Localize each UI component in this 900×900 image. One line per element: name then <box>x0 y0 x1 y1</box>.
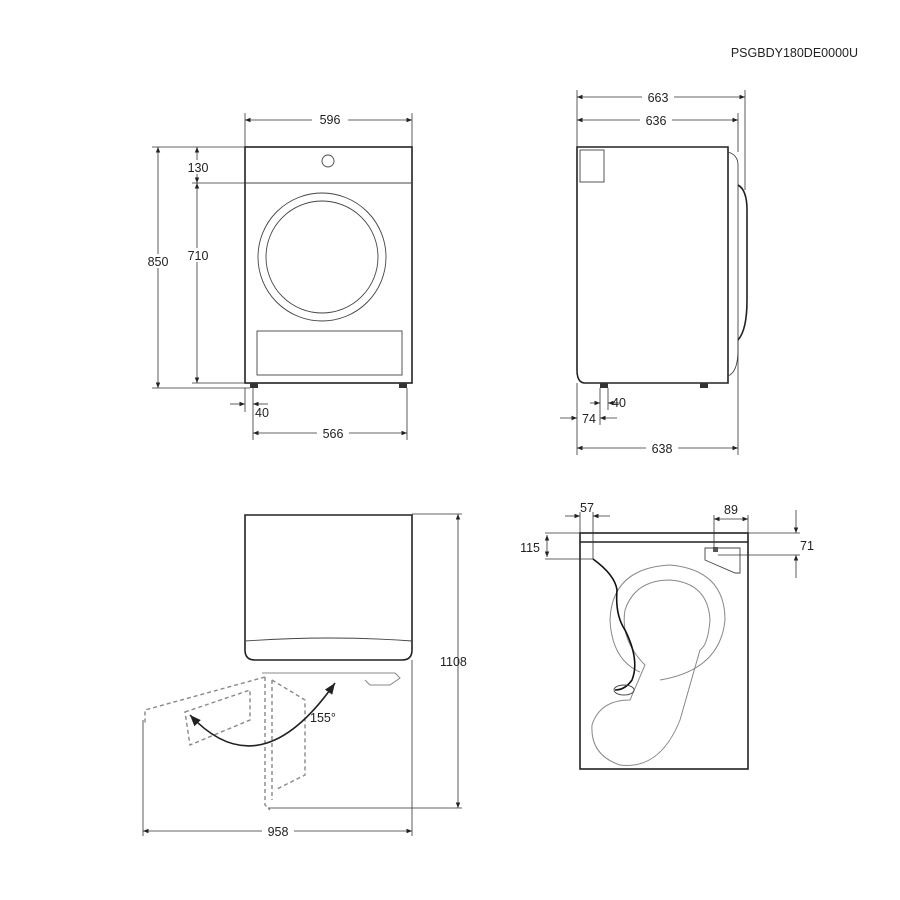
kickplate <box>256 330 403 376</box>
dim-hose-y: 115 <box>520 541 540 555</box>
dim-width-open: 958 <box>268 825 289 839</box>
dim-hose-x: 57 <box>580 501 594 515</box>
dim-depth-feet: 638 <box>652 442 673 456</box>
rear-body <box>579 532 749 770</box>
dim-door-height: 710 <box>188 249 209 263</box>
front-body <box>244 146 413 384</box>
dim-top-panel: 130 <box>188 161 209 175</box>
dim-foot-offset: 40 <box>255 406 269 420</box>
door-outer <box>257 192 387 322</box>
dim-width: 596 <box>320 113 341 127</box>
front-view: 596 850 130 710 40 566 <box>143 112 413 441</box>
dim-depth-door: 663 <box>648 91 669 105</box>
dim-outlet-y: 71 <box>800 539 814 553</box>
dim-foot-span: 566 <box>323 427 344 441</box>
dim-depth-body: 636 <box>646 114 667 128</box>
top-body <box>244 514 413 661</box>
model-code: PSGBDY180DE0000U <box>731 46 858 60</box>
dim-depth-open: 1108 <box>440 655 467 669</box>
door-angle: 155° <box>310 711 336 725</box>
side-view: 663 636 40 74 638 <box>560 90 748 456</box>
program-knob <box>321 154 335 168</box>
dim-height: 850 <box>148 255 169 269</box>
dim-front-offset: 74 <box>582 412 596 426</box>
dim-outlet-x: 89 <box>724 503 738 517</box>
top-view-door-open: 155° 1108 958 <box>142 513 467 839</box>
door-inner <box>265 200 379 314</box>
dim-side-foot-offset: 40 <box>612 396 626 410</box>
side-body <box>576 146 729 384</box>
outlet-bracket <box>704 547 741 574</box>
rear-view: 57 115 89 71 <box>520 501 814 770</box>
